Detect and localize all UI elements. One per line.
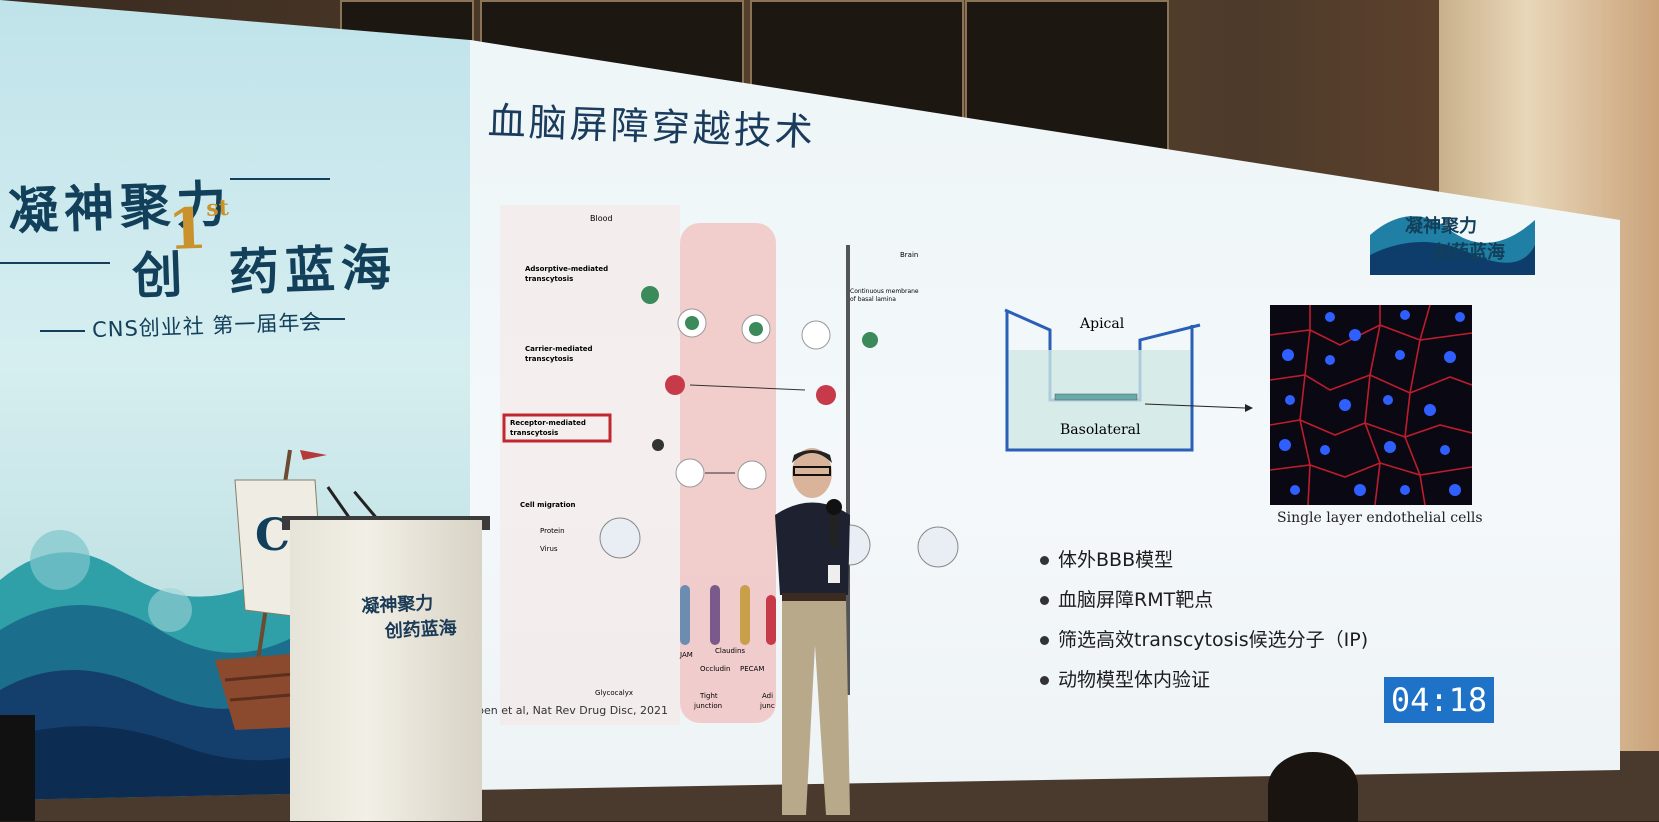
label-receptor-2: transcytosis: [510, 429, 558, 437]
label-adsorptive: Adsorptive-mediated: [525, 265, 608, 273]
podium: [290, 520, 482, 821]
corner-logo-text: 凝神聚力 创药蓝海: [1405, 216, 1505, 263]
label-basolateral: Basolateral: [1060, 422, 1141, 438]
label-junction: junction: [693, 702, 722, 710]
microphone-head: [826, 499, 842, 515]
receptor-mediated-highlight-box: [502, 413, 612, 443]
label-cell-migration: Cell migration: [520, 501, 576, 509]
adsorptive-particle: [641, 286, 659, 304]
citation: ppen et al, Nat Rev Drug Disc, 2021: [470, 704, 669, 717]
speaker-person: [775, 448, 850, 815]
label-membrane: Continuous membrane: [850, 288, 919, 295]
jam-protein: [680, 585, 690, 645]
label-pecam: PECAM: [740, 665, 764, 673]
adsorptive-particle: [685, 316, 699, 330]
label-apical: Apical: [1079, 316, 1125, 332]
speaker-hair: [792, 450, 832, 463]
label-glycocalyx: Glycocalyx: [595, 689, 633, 697]
micrograph-image: [1269, 304, 1473, 506]
decorative-line: [40, 330, 85, 332]
transport-arrow: [689, 384, 806, 391]
occludin-protein: [740, 585, 750, 645]
speaker-glasses: [793, 466, 831, 476]
label-claudins: Claudins: [715, 647, 745, 655]
label-virus: Virus: [540, 545, 558, 553]
label-tight: Tight: [699, 692, 718, 700]
immune-cell: [599, 517, 641, 559]
transwell-well: [1005, 310, 1194, 452]
immune-cell: [917, 526, 959, 568]
receptor-ligand: [652, 439, 664, 451]
decorative-line: [300, 318, 345, 320]
cell-monolayer: [1054, 393, 1138, 401]
adsorptive-particle: [749, 322, 763, 336]
event-ordinal-badge: 1st: [166, 194, 230, 264]
slide-bullet-list: 体外BBB模型 血脑屏障RMT靶点 筛选高效transcytosis候选分子（I…: [1040, 540, 1368, 700]
claudin-protein: [710, 585, 720, 645]
speaker-head: [792, 448, 832, 498]
decorative-line: [0, 262, 110, 264]
bullet-item: 血脑屏障RMT靶点: [1040, 580, 1368, 620]
speaker-belt: [782, 593, 846, 601]
adsorptive-particle: [862, 332, 878, 348]
vesicle: [737, 460, 767, 490]
carrier-protein: [665, 375, 685, 395]
blood-side: [500, 205, 680, 725]
label-protein: Protein: [540, 527, 565, 535]
camera-equipment: [0, 715, 35, 821]
vesicle: [675, 458, 705, 488]
label-blood: Blood: [590, 214, 613, 223]
label-carrier-2: transcytosis: [525, 355, 573, 363]
endothelial-micrograph: [1269, 304, 1473, 506]
slide-title: 血脑屏障穿越技术: [487, 99, 817, 155]
countdown-timer: 04:18: [1384, 677, 1494, 723]
corner-wave-logo: [1370, 216, 1535, 275]
micrograph-caption: Single layer endothelial cells: [1277, 510, 1483, 526]
bbb-transport-diagram: Blood Brain Adsorptive-mediated transcyt…: [500, 205, 959, 725]
bullet-item: 筛选高效transcytosis候选分子（IP): [1040, 620, 1368, 660]
label-adi: Adi: [762, 692, 773, 700]
podium-logo-text: 凝神聚力 创药蓝海: [360, 592, 458, 643]
decorative-line: [230, 178, 330, 180]
label-membrane-2: of basal lamina: [850, 296, 896, 303]
label-carrier: Carrier-mediated: [525, 345, 593, 353]
handheld-microphone: [830, 507, 838, 547]
pointer-arrow-head: [1245, 404, 1253, 412]
carrier-protein: [816, 385, 836, 405]
label-receptor: Receptor-mediated: [510, 419, 586, 427]
vesicle: [801, 320, 831, 350]
bullet-item: 体外BBB模型: [1040, 540, 1368, 580]
bullet-item: 动物模型体内验证: [1040, 660, 1368, 700]
label-adsorptive-2: transcytosis: [525, 275, 573, 283]
transwell-diagram: Apical Basolateral: [1004, 308, 1253, 452]
audience-member-head: [1268, 752, 1358, 822]
pointer-arrow: [1144, 403, 1246, 409]
label-jun: junc: [759, 702, 775, 710]
name-badge: [828, 565, 840, 583]
speaker-trousers: [782, 601, 850, 815]
pecam-protein: [766, 595, 776, 645]
label-occludin: Occludin: [700, 665, 730, 673]
label-brain: Brain: [900, 251, 918, 259]
label-jam: JAM: [679, 651, 693, 659]
